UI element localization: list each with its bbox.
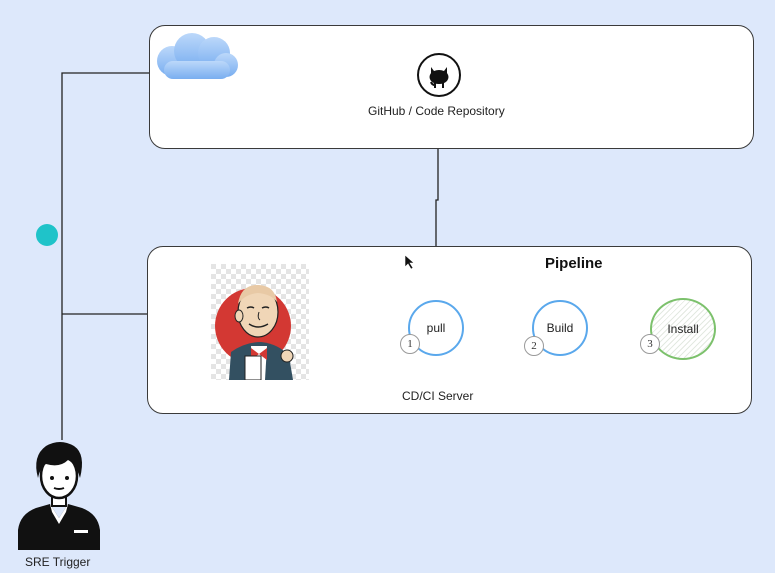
github-icon[interactable] [416,52,462,98]
stage-install[interactable]: Install [650,298,716,360]
user-label: SRE Trigger [25,555,91,569]
server-label: CD/CI Server [402,389,474,403]
user-icon [18,442,100,550]
cursor-icon [404,254,415,270]
stage-install-number: 3 [640,334,660,354]
pipeline-title: Pipeline [545,255,603,272]
stage-build-label: Build [546,321,574,335]
stage-build-number: 2 [524,336,544,356]
stage-install-label: Install [667,322,699,336]
jenkins-icon[interactable] [211,264,309,380]
trigger-trunk-line [61,72,155,440]
stage-pull-label: pull [426,321,446,335]
repository-label: GitHub / Code Repository [368,104,505,118]
connection-handle[interactable] [36,224,58,246]
stage-pull-number: 1 [400,334,420,354]
cloud-icon [157,33,238,79]
